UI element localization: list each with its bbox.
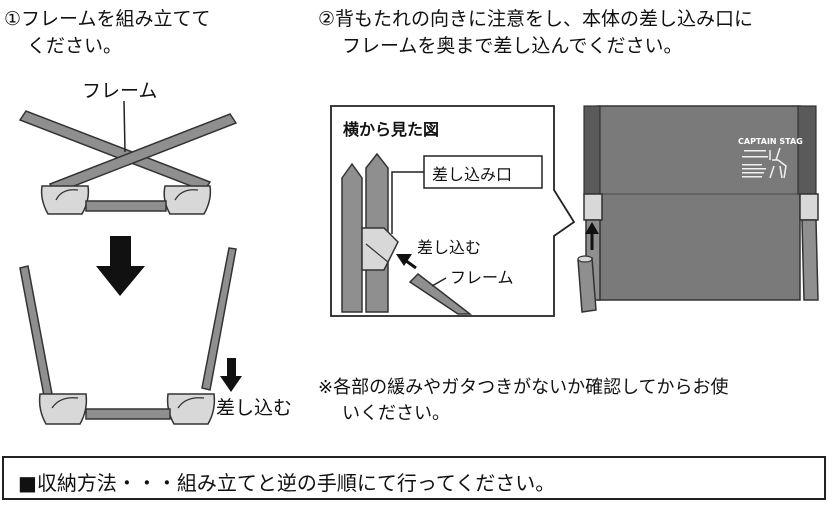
step2-instruction-line2: フレームを奥まで差し込んでください。 bbox=[342, 35, 683, 57]
down-arrow-icon bbox=[96, 236, 145, 296]
side-frame-label: フレーム bbox=[450, 268, 514, 287]
step2-instruction: ②背もたれの向きに注意をし、本体の差し込み口に bbox=[318, 6, 753, 32]
insert-arrow-icon bbox=[220, 358, 242, 392]
brand-logo: CAPTAIN STAG bbox=[738, 137, 803, 146]
folded-frame-illustration bbox=[18, 100, 238, 215]
deer-logo-icon bbox=[769, 147, 787, 179]
side-insert-label: 差し込む bbox=[417, 238, 482, 257]
side-view-title: 横から見た図 bbox=[343, 120, 440, 139]
step1-line1: フレームを組み立てて bbox=[21, 8, 211, 30]
caution-note-line2: いください。 bbox=[342, 403, 450, 424]
caution-note-line1: ※各部の緩みやガタつきがないか確認してからお使 bbox=[318, 377, 729, 398]
step2-line1: 背もたれの向きに注意をし、本体の差し込み口に bbox=[335, 8, 754, 30]
step1-instruction-line2: ください。 bbox=[27, 35, 123, 57]
step2-number: ② bbox=[318, 8, 336, 30]
frame-label: フレーム bbox=[82, 80, 158, 102]
side-view-inset bbox=[330, 105, 576, 317]
step1-instruction: ①フレームを組み立てて bbox=[4, 6, 210, 32]
socket-label: 差し込み口 bbox=[432, 165, 513, 184]
storage-instructions-text: ■収納方法・・・組み立てと逆の手順にて行ってください。 bbox=[18, 471, 556, 495]
chair-back-illustration: CAPTAIN STAG bbox=[577, 105, 819, 313]
unfolded-frame-illustration bbox=[19, 247, 237, 425]
step1-number: ① bbox=[4, 8, 22, 30]
insert-label: 差し込む bbox=[216, 397, 293, 419]
storage-instructions-box: ■収納方法・・・組み立てと逆の手順にて行ってください。 bbox=[2, 456, 826, 500]
